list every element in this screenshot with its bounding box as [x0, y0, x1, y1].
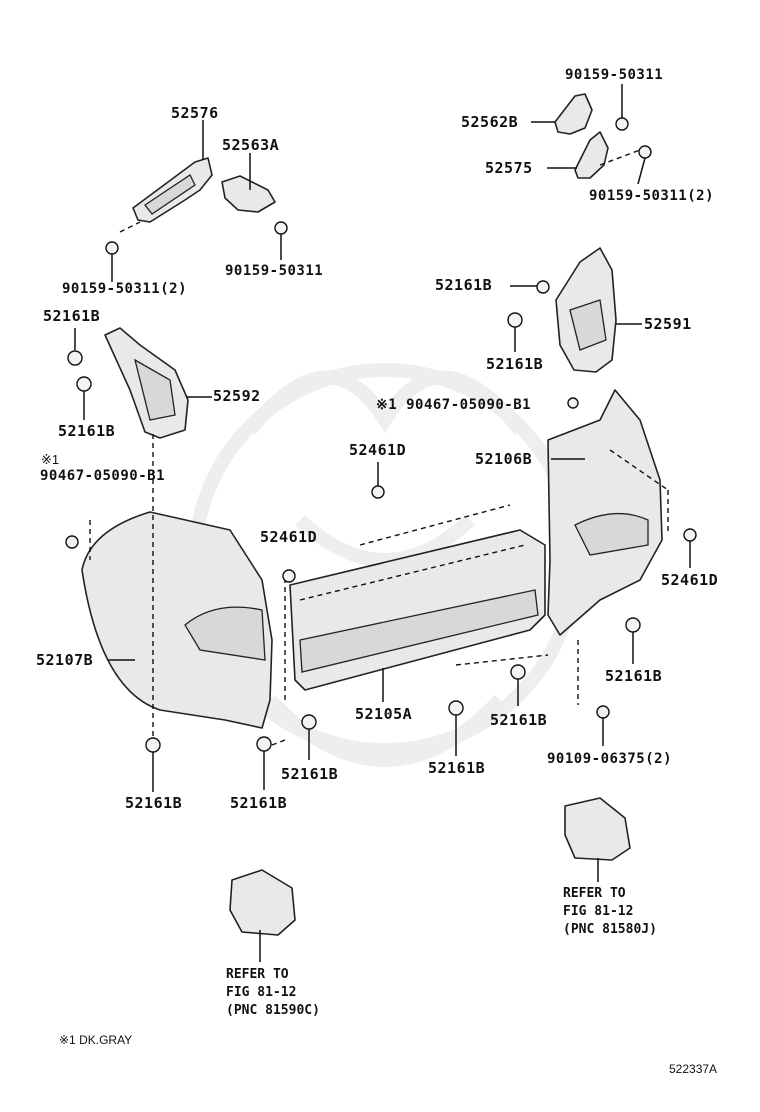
- part-52106B: [547, 389, 663, 636]
- label-90159-50311-mid: 90159-50311: [225, 263, 324, 279]
- fasteners: [65, 117, 697, 753]
- part-52562B: [554, 93, 593, 135]
- label-52161B: 52161B: [230, 794, 288, 812]
- label-52461D: 52461D: [260, 528, 318, 546]
- label-52563A: 52563A: [222, 136, 280, 154]
- part-lamp-left: [229, 869, 296, 936]
- label-90159-50311-2-left: 90159-50311(2): [62, 281, 188, 297]
- label-52161B: 52161B: [435, 276, 493, 294]
- label-mark-1: ※1: [41, 452, 60, 467]
- part-52105A: [289, 529, 546, 691]
- part-52563A: [221, 175, 276, 213]
- label-52161B: 52161B: [486, 355, 544, 373]
- assembly-dashed-lines: [89, 149, 669, 746]
- label-52105A: 52105A: [355, 705, 413, 723]
- label-90159-50311-2-right: 90159-50311(2): [589, 188, 715, 204]
- label-52461D: 52461D: [661, 571, 719, 589]
- part-52592: [104, 327, 189, 439]
- footnote: ※1 DK.GRAY: [59, 1033, 133, 1047]
- label-52161B: 52161B: [125, 794, 183, 812]
- refer-note-left: REFER TO FIG 81-12 (PNC 81590C): [226, 967, 320, 1018]
- label-52562B: 52562B: [461, 113, 519, 131]
- part-52591: [555, 247, 617, 373]
- refer-note-right: REFER TO FIG 81-12 (PNC 81580J): [563, 886, 657, 937]
- label-90109-06375-2: 90109-06375(2): [547, 751, 673, 767]
- part-52575: [574, 131, 609, 179]
- label-52161B: 52161B: [605, 667, 663, 685]
- label-52106B: 52106B: [475, 450, 533, 468]
- label-52161B: 52161B: [428, 759, 486, 777]
- label-52592: 52592: [213, 387, 261, 405]
- diagram-id: 522337A: [669, 1062, 718, 1076]
- part-52107B: [81, 511, 273, 729]
- part-52576: [132, 157, 213, 223]
- label-52461D: 52461D: [349, 441, 407, 459]
- label-52591: 52591: [644, 315, 692, 333]
- label-52161B: 52161B: [43, 307, 101, 325]
- leader-lines: [74, 84, 691, 962]
- label-52107B: 52107B: [36, 651, 94, 669]
- part-lamp-right: [564, 797, 631, 861]
- label-52575: 52575: [485, 159, 533, 177]
- label-90159-50311-top: 90159-50311: [565, 67, 664, 83]
- label-52161B: 52161B: [58, 422, 116, 440]
- label-52161B: 52161B: [490, 711, 548, 729]
- label-52576: 52576: [171, 104, 219, 122]
- label-52161B: 52161B: [281, 765, 339, 783]
- label-90467-05090-b1-right: ※1 90467-05090-B1: [376, 397, 532, 413]
- label-90467-05090-b1-left: 90467-05090-B1: [40, 468, 166, 484]
